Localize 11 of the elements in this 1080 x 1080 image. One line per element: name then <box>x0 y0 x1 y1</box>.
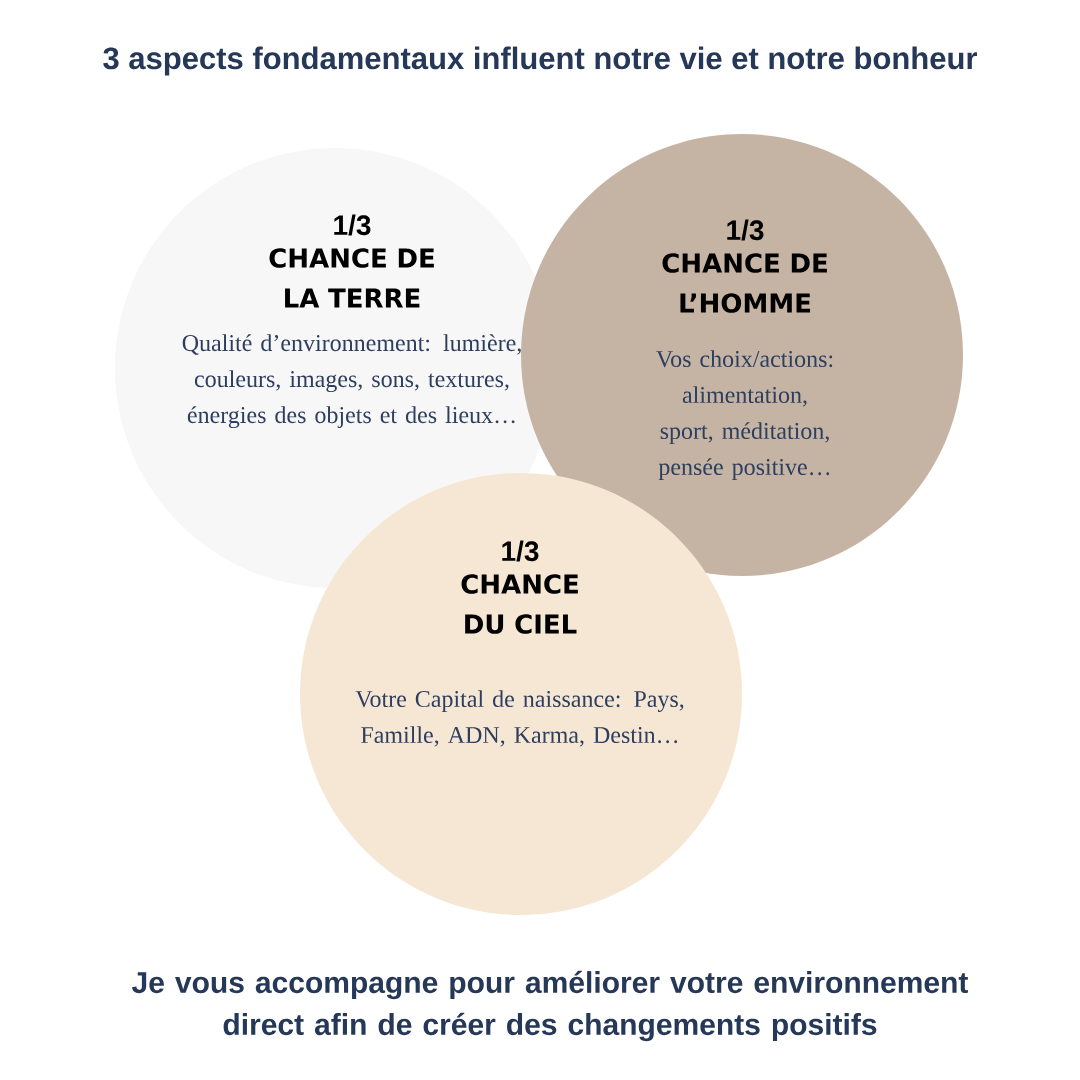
circle-heading: CHANCE DE LA TERRE <box>269 248 434 308</box>
fraction-label: 1/3 <box>334 214 371 236</box>
circle-heading: CHANCE DE L’HOMME <box>662 253 827 313</box>
fraction-label: 1/3 <box>727 219 764 241</box>
fraction-label: 1/3 <box>502 540 539 562</box>
circle-heading: CHANCE DU CIEL <box>461 574 578 634</box>
title: 3 aspects fondamentaux influent notre vie et notre bonheur <box>103 46 977 76</box>
circle-description: Qualité d’environnement: lumière, couleurs, images, sons, textures, énergies des objets et des lieux… <box>182 334 521 429</box>
circle-description: Vos choix/actions: alimentation, sport, méditation, pensée positive… <box>656 350 833 480</box>
caption: Je vous accompagne pour améliorer votre environnement direct afin de créer des changements positifs <box>132 970 969 1042</box>
circle-description: Votre Capital de naissance: Pays, Famille, ADN, Karma, Destin… <box>355 690 684 747</box>
